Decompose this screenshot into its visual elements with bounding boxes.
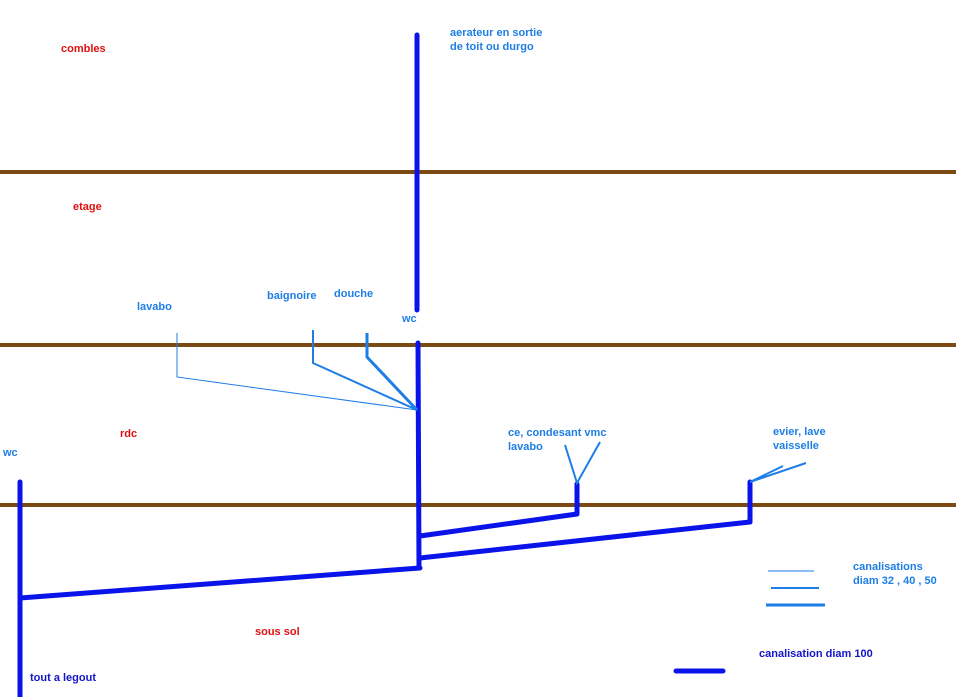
- legend-small-1: canalisations: [853, 561, 923, 573]
- evier-drain: [417, 479, 753, 561]
- ce-pipe: [564, 441, 601, 486]
- label-rdc: rdc: [120, 428, 137, 440]
- label-ce-1: ce, condesant vmc: [508, 427, 606, 439]
- label-wc-rdc: wc: [2, 447, 18, 459]
- label-combles: combles: [61, 43, 106, 55]
- label-egout: tout a legout: [30, 672, 96, 684]
- legend-small-2: diam 32 , 40 , 50: [853, 575, 937, 587]
- label-evier-1: evier, lave: [773, 426, 826, 438]
- baignoire-pipe: [312, 330, 418, 411]
- main-drain: [17, 565, 423, 601]
- evier-pipe: [749, 462, 807, 483]
- label-douche: douche: [334, 288, 373, 300]
- label-wc-etage: wc: [401, 313, 417, 325]
- label-aerateur-1: aerateur en sortie: [450, 27, 542, 39]
- main-stack: [415, 340, 422, 571]
- label-baignoire: baignoire: [267, 290, 317, 302]
- label-sous-sol: sous sol: [255, 626, 300, 638]
- label-aerateur-2: de toit ou durgo: [450, 41, 534, 53]
- label-ce-2: lavabo: [508, 441, 543, 453]
- label-etage: etage: [73, 201, 102, 213]
- label-lavabo: lavabo: [137, 301, 172, 313]
- legend-large: canalisation diam 100: [759, 648, 873, 660]
- ce-drain: [417, 481, 580, 539]
- label-evier-2: vaisselle: [773, 440, 819, 452]
- lavabo-pipe: [176, 333, 418, 411]
- douche-pipe: [365, 333, 419, 412]
